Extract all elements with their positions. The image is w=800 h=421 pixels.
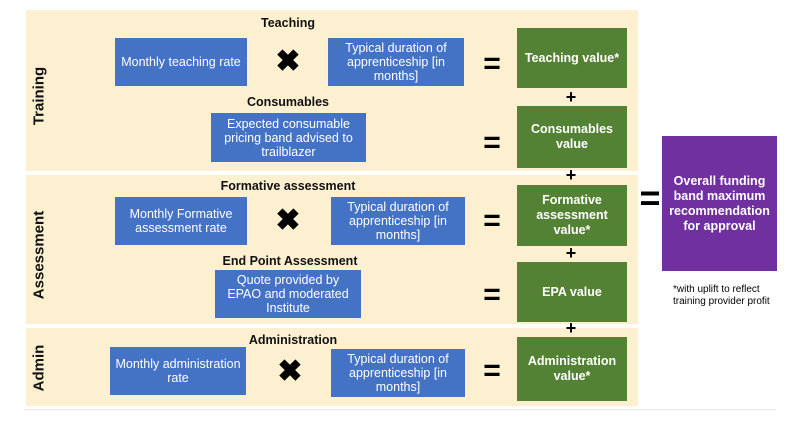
- administration-value-box: Administration value*: [517, 337, 627, 401]
- administration-title: Administration: [248, 333, 338, 347]
- admin-duration-box: Typical duration of apprenticeship [in m…: [331, 349, 465, 397]
- plus-icon: +: [565, 243, 577, 263]
- epa-title: End Point Assessment: [222, 254, 358, 268]
- equals-icon: =: [483, 204, 501, 237]
- teaching-title: Teaching: [261, 16, 315, 30]
- admin-rate-box: Monthly administration rate: [110, 347, 246, 395]
- teaching-rate-box: Monthly teaching rate: [115, 38, 247, 86]
- admin-label: Admin: [30, 344, 48, 392]
- teaching-duration-box: Typical duration of apprenticeship [in m…: [328, 38, 464, 86]
- equals-icon: =: [483, 278, 501, 311]
- consumables-value-box: Consumables value: [517, 106, 627, 168]
- epa-value-box: EPA value: [517, 262, 627, 322]
- teaching-value-box: Teaching value*: [517, 28, 627, 88]
- equals-icon: =: [483, 47, 501, 80]
- assessment-label: Assessment: [30, 210, 48, 300]
- consumables-input-box: Expected consumable pricing band advised…: [211, 113, 366, 162]
- training-label: Training: [30, 66, 48, 126]
- formative-duration-box: Typical duration of apprenticeship [in m…: [331, 197, 465, 245]
- multiply-icon: ✖: [277, 355, 303, 388]
- consumables-title: Consumables: [247, 95, 329, 109]
- uplift-footnote: *with uplift to reflect training provide…: [673, 284, 770, 307]
- formative-assessment-title: Formative assessment: [220, 179, 356, 193]
- formative-value-box: Formative assessment value*: [517, 185, 627, 246]
- plus-icon: +: [565, 165, 577, 185]
- equals-icon: =: [483, 354, 501, 387]
- epa-input-box: Quote provided by EPAO and moderated Ins…: [215, 270, 361, 318]
- plus-icon: +: [565, 87, 577, 107]
- multiply-icon: ✖: [275, 204, 301, 237]
- divider: [24, 409, 776, 410]
- multiply-icon: ✖: [275, 45, 301, 78]
- plus-icon: +: [565, 318, 577, 338]
- overall-funding-box: Overall funding band maximum recommendat…: [662, 136, 777, 271]
- formative-rate-box: Monthly Formative assessment rate: [115, 197, 247, 245]
- total-equals-icon: =: [639, 177, 661, 218]
- equals-icon: =: [483, 126, 501, 159]
